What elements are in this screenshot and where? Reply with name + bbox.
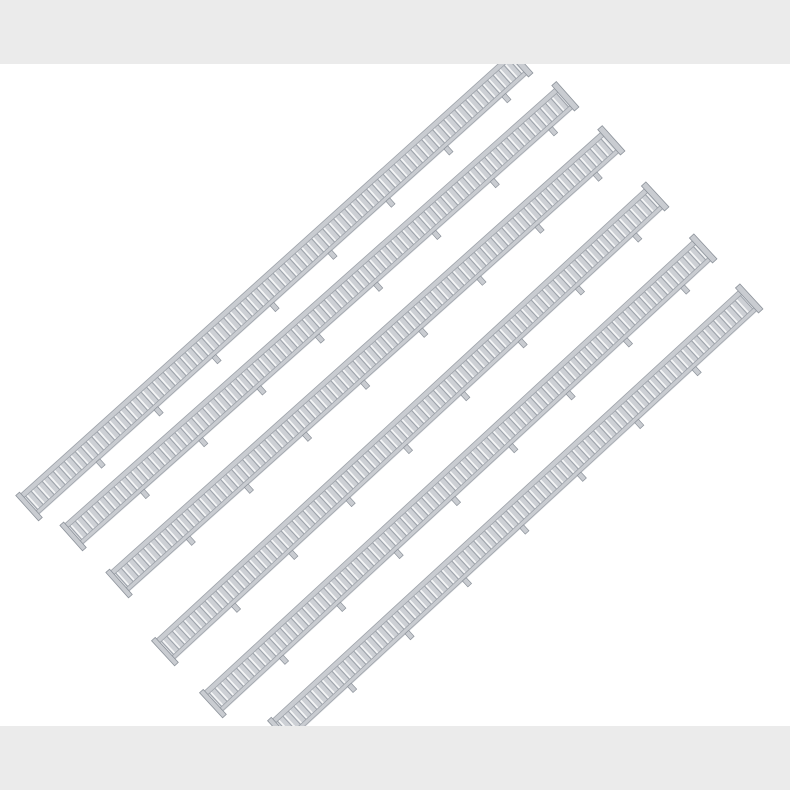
fence-section [59,81,580,552]
fence-section [105,125,626,599]
fence-section [15,64,534,522]
fence-sections-image [15,64,764,726]
product-photo [0,64,790,726]
fence-section [267,283,764,726]
fence-section [198,233,718,719]
fence-section [150,181,670,667]
